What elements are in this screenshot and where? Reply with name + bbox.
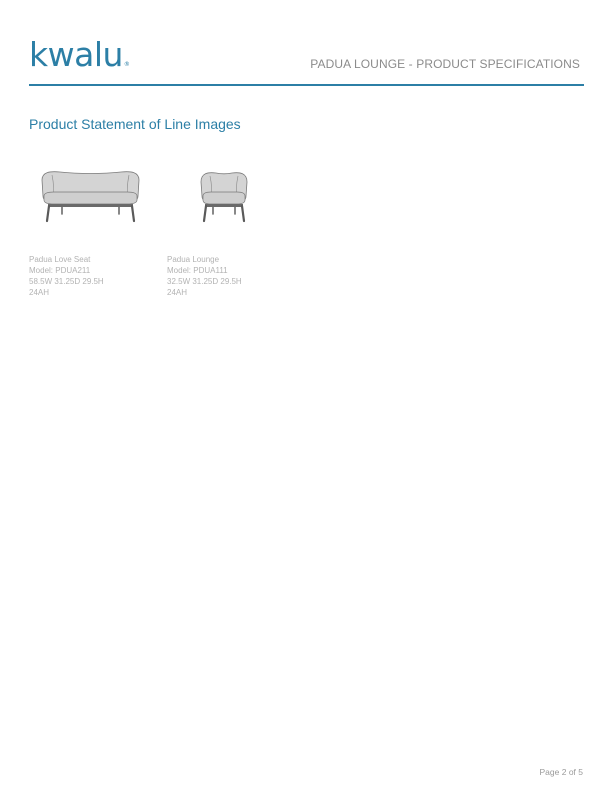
header-divider [29, 84, 584, 86]
love-seat-details: Padua Love Seat Model: PDUA211 58.5W 31.… [29, 254, 104, 298]
product-arm-height: 24AH [29, 288, 50, 297]
lounge-details: Padua Lounge Model: PDUA111 32.5W 31.25D… [167, 254, 242, 298]
kwalu-logo: kwalu® [29, 35, 130, 74]
lounge-chair-image [200, 172, 248, 223]
product-model: Model: PDUA111 [167, 266, 228, 275]
product-name: Padua Lounge [167, 255, 220, 264]
section-heading: Product Statement of Line Images [29, 116, 241, 132]
product-lounge: Padua Lounge Model: PDUA111 32.5W 31.25D… [167, 166, 297, 297]
love-seat-image [41, 171, 140, 223]
logo-text: kwalu [29, 35, 123, 74]
product-model: Model: PDUA211 [29, 266, 91, 275]
document-title: PADUA LOUNGE - PRODUCT SPECIFICATIONS [310, 57, 580, 71]
registered-mark: ® [123, 61, 130, 68]
product-dimensions: 32.5W 31.25D 29.5H [167, 277, 242, 286]
product-love-seat: Padua Love Seat Model: PDUA211 58.5W 31.… [29, 166, 159, 297]
product-name: Padua Love Seat [29, 255, 91, 264]
page-number: Page 2 of 5 [539, 767, 583, 777]
product-dimensions: 58.5W 31.25D 29.5H [29, 277, 104, 286]
product-arm-height: 24AH [167, 288, 188, 297]
